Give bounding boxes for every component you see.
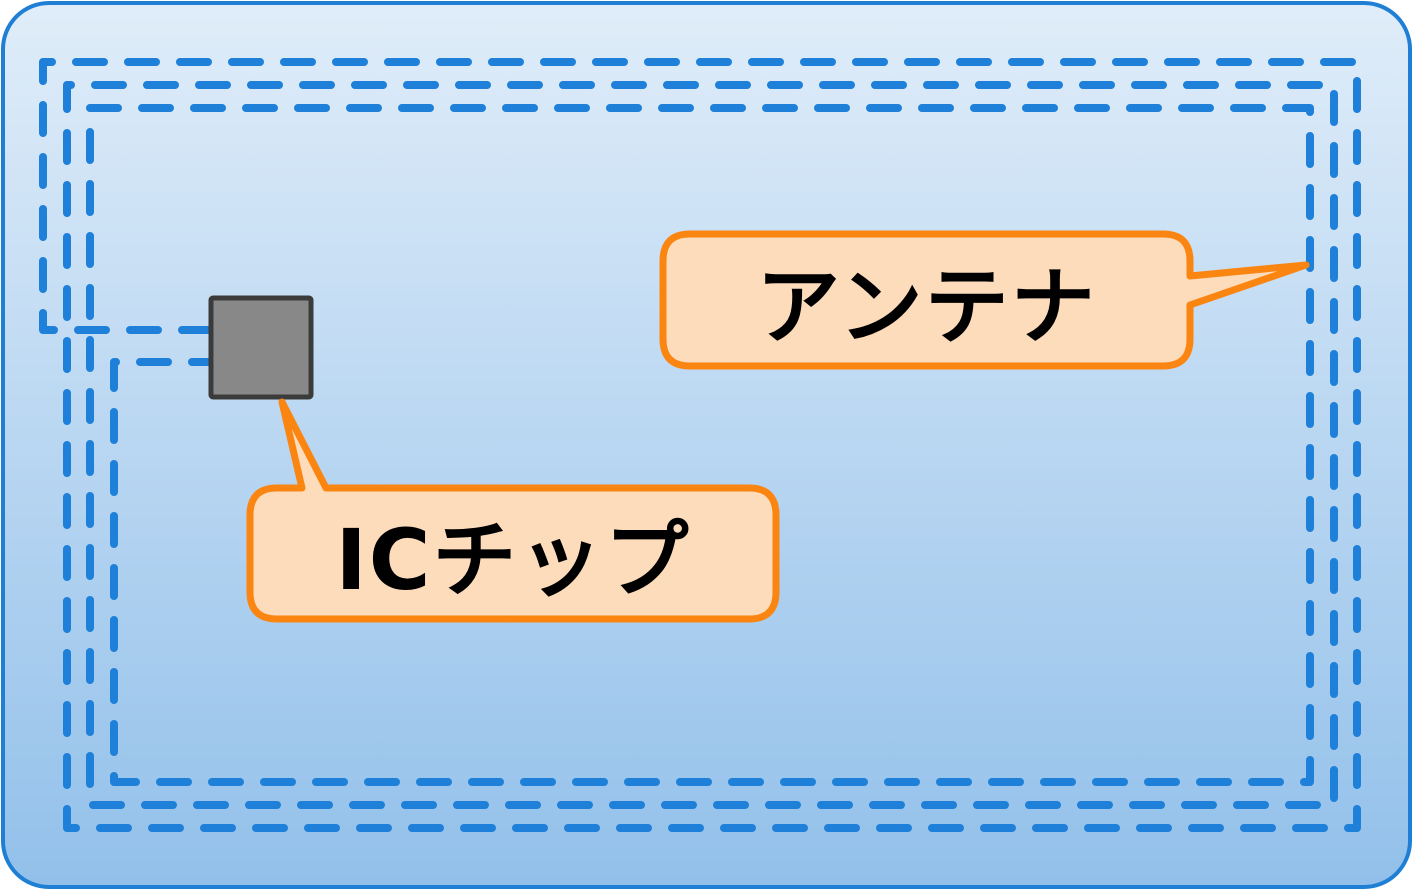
ic-chip-label: ICチップ — [335, 511, 691, 609]
antenna-coil — [39, 58, 1361, 832]
antenna-label: アンテナ — [756, 257, 1097, 356]
antenna-callout — [659, 230, 1310, 370]
ic-chip — [208, 295, 314, 400]
ic-chip-callout — [246, 398, 780, 623]
